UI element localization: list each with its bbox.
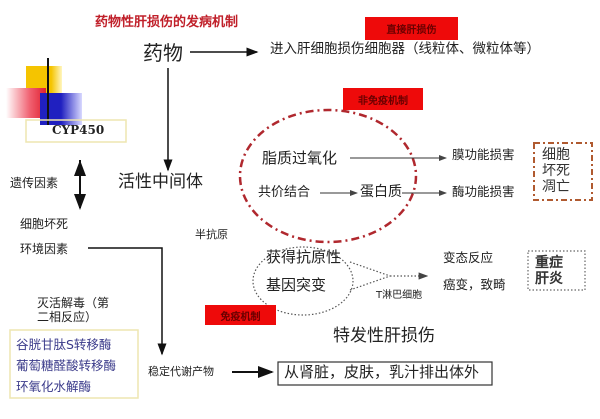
severe-hepatitis-line: 重症 — [535, 255, 563, 271]
diagram-title: 药物性肝损伤的发病机制 — [95, 15, 239, 30]
enzyme-box — [9, 329, 139, 399]
enzyme-item: 葡萄糖醛酸转移酶 — [16, 358, 117, 373]
direct-injury-tag: 直接肝损伤 — [365, 17, 458, 40]
direct-injury-text: 进入肝细胞损伤细胞器（线粒体、微粒体等） — [270, 41, 540, 57]
cyp-box — [25, 119, 127, 143]
severe-hepatitis-box — [527, 250, 586, 291]
non-immune-ellipse — [238, 108, 418, 244]
membrane-damage-label: 膜功能损害 — [452, 147, 515, 162]
immune-tag: 免疫机制 — [205, 305, 276, 325]
detox-line: 灭活解毒（第 — [37, 296, 110, 310]
immune-ellipse — [252, 246, 354, 316]
t-cell-label: T淋巴细胞 — [376, 290, 423, 301]
enzyme-list: 谷胱甘肽S转移酶 葡萄糖醛酸转移酶 环氧化水解酶 — [16, 334, 116, 397]
severe-hepatitis-text: 重症 肝炎 — [535, 255, 563, 287]
gene-mutation-label: 基因突变 — [266, 276, 327, 294]
cell-death-text: 细胞 坏死 凋亡 — [542, 147, 570, 195]
covalent-binding-label: 共价结合 — [258, 185, 311, 200]
enzyme-item: 环氧化水解酶 — [16, 379, 92, 394]
antigenicity-label: 获得抗原性 — [266, 248, 342, 266]
protein-label: 蛋白质 — [360, 184, 402, 200]
active-intermediate-label: 活性中间体 — [118, 172, 203, 192]
enzyme-damage-label: 酶功能损害 — [452, 184, 515, 199]
cancer-label: 癌变，致畸 — [443, 277, 506, 292]
drug-label: 药物 — [143, 41, 183, 65]
cell-necrosis-label: 细胞坏死 — [20, 217, 69, 231]
non-immune-tag: 非免疫机制 — [343, 88, 423, 110]
enzyme-item: 谷胱甘肽S转移酶 — [16, 337, 112, 352]
idiopathic-injury-label: 特发性肝损伤 — [333, 326, 435, 346]
allergy-label: 变态反应 — [443, 250, 494, 265]
severe-hepatitis-line: 肝炎 — [535, 271, 563, 287]
arrow-env-metabolite — [88, 247, 167, 356]
lipid-peroxidation-label: 脂质过氧化 — [262, 149, 338, 167]
genetic-factor-label: 遗传因素 — [10, 176, 59, 190]
detox-line: 二相反应） — [37, 310, 98, 324]
cyp450-label: CYP450 — [52, 123, 105, 137]
cell-death-line: 坏死 — [542, 163, 570, 179]
excretion-box — [277, 361, 493, 386]
cell-death-line: 细胞 — [542, 147, 570, 163]
excretion-label: 从肾脏，皮肤，乳汁排出体外 — [284, 363, 480, 381]
cell-death-line: 凋亡 — [542, 179, 570, 195]
environment-factor-label: 环境因素 — [20, 242, 69, 256]
stable-metabolite-label: 稳定代谢产物 — [148, 365, 214, 378]
cell-death-box — [533, 142, 593, 201]
hapten-label: 半抗原 — [195, 228, 228, 241]
detox-label: 灭活解毒（第 二相反应） — [37, 296, 109, 324]
